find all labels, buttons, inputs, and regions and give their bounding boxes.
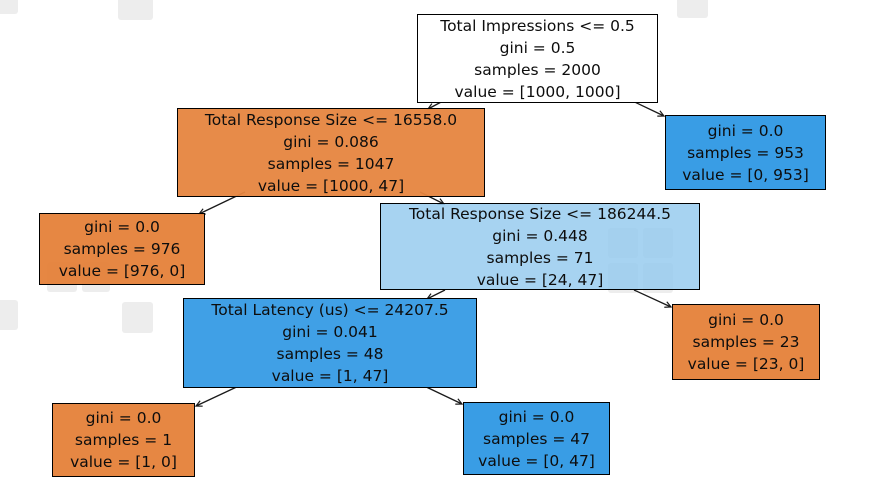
edge-71-to-23 [633, 289, 671, 307]
bg-square [677, 0, 708, 18]
bg-square [122, 302, 153, 333]
node-value: value = [0, 953] [682, 165, 809, 184]
node-samples: samples = 976 [63, 240, 181, 258]
edge-71-to-48 [427, 289, 446, 299]
node-samples: samples = 1 [74, 431, 173, 449]
tree-node-split-response-size-16558: Total Response Size <= 16558.0 gini = 0.… [177, 108, 485, 197]
tree-node-leaf-953: gini = 0.0 samples = 953 value = [0, 953… [665, 115, 826, 190]
node-samples: samples = 953 [687, 143, 804, 162]
node-gini: gini = 0.0 [85, 409, 162, 427]
tree-node-root: Total Impressions <= 0.5 gini = 0.5 samp… [417, 14, 658, 103]
node-value: value = [0, 47] [478, 451, 595, 470]
node-gini: gini = 0.5 [499, 38, 576, 57]
node-gini: gini = 0.0 [707, 121, 784, 140]
tree-node-leaf-47: gini = 0.0 samples = 47 value = [0, 47] [463, 402, 610, 475]
node-value: value = [1, 47] [271, 367, 389, 385]
node-value: value = [1000, 1000] [454, 82, 621, 101]
node-gini: gini = 0.041 [282, 323, 378, 341]
node-samples: samples = 71 [486, 248, 594, 267]
node-condition: Total Latency (us) <= 24207.5 [211, 301, 449, 319]
node-value: value = [23, 0] [687, 355, 805, 373]
node-condition: Total Response Size <= 186244.5 [408, 204, 672, 223]
tree-node-leaf-976: gini = 0.0 samples = 976 value = [976, 0… [39, 213, 205, 285]
bg-square [0, 300, 18, 330]
bg-square [118, 0, 153, 20]
node-value: value = [976, 0] [58, 262, 186, 280]
node-value: value = [1, 0] [70, 453, 177, 471]
node-samples: samples = 1047 [267, 154, 395, 173]
tree-node-split-response-size-186244: Total Response Size <= 186244.5 gini = 0… [380, 203, 700, 290]
node-value: value = [1000, 47] [257, 176, 405, 195]
node-condition: Total Impressions <= 0.5 [440, 16, 635, 35]
tree-node-leaf-23: gini = 0.0 samples = 23 value = [23, 0] [672, 304, 820, 380]
node-gini: gini = 0.448 [492, 226, 588, 245]
node-gini: gini = 0.0 [708, 311, 784, 329]
tree-node-split-latency-24207: Total Latency (us) <= 24207.5 gini = 0.0… [183, 298, 477, 388]
node-samples: samples = 2000 [474, 60, 601, 79]
node-samples: samples = 23 [692, 333, 800, 351]
node-gini: gini = 0.086 [283, 132, 379, 151]
node-gini: gini = 0.0 [498, 407, 575, 426]
node-condition: Total Response Size <= 16558.0 [204, 110, 458, 129]
node-value: value = [24, 47] [476, 270, 604, 289]
node-samples: samples = 47 [483, 429, 590, 448]
node-gini: gini = 0.0 [84, 218, 160, 236]
bg-square [0, 0, 18, 14]
node-samples: samples = 48 [276, 345, 384, 363]
tree-node-leaf-1: gini = 0.0 samples = 1 value = [1, 0] [52, 403, 195, 477]
